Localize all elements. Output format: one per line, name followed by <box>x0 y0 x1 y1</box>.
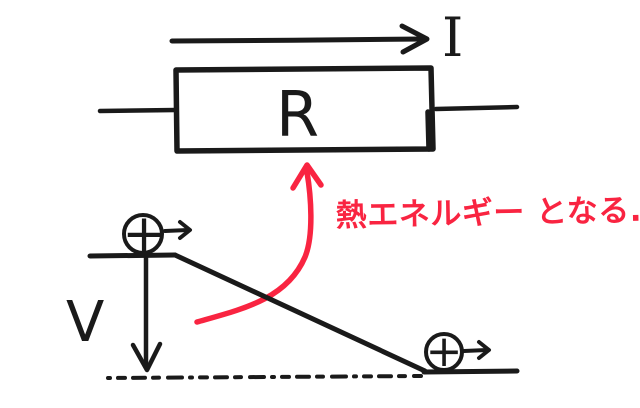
plus-charge-icon: + <box>122 204 166 264</box>
resistor-lead-right <box>433 104 520 112</box>
current-label: I <box>442 6 463 69</box>
charge-motion-arrow-icon <box>462 340 491 360</box>
energy-top-level-line <box>87 252 178 259</box>
heat-annotation-text: 熱エネルギー となる. <box>336 193 640 234</box>
charge-motion-arrow-icon <box>163 220 192 240</box>
positive-charge-top: + <box>122 204 192 264</box>
heat-annotation-arrow-icon <box>194 162 324 325</box>
resistor-label: R <box>276 78 319 151</box>
charge-circle <box>122 213 164 255</box>
voltage-drop-arrow-icon <box>130 254 163 373</box>
ground-baseline-dashed <box>106 374 423 380</box>
resistor-box <box>173 65 436 154</box>
positive-charge-bottom: + <box>424 326 491 377</box>
charge-circle <box>424 332 464 372</box>
resistor-lead-left <box>97 107 179 114</box>
energy-bottom-level-line <box>421 368 520 375</box>
plus-charge-icon: + <box>426 326 463 377</box>
current-direction-arrow-icon <box>169 23 430 55</box>
energy-slope-line <box>172 252 428 374</box>
voltage-label: V <box>66 290 104 355</box>
